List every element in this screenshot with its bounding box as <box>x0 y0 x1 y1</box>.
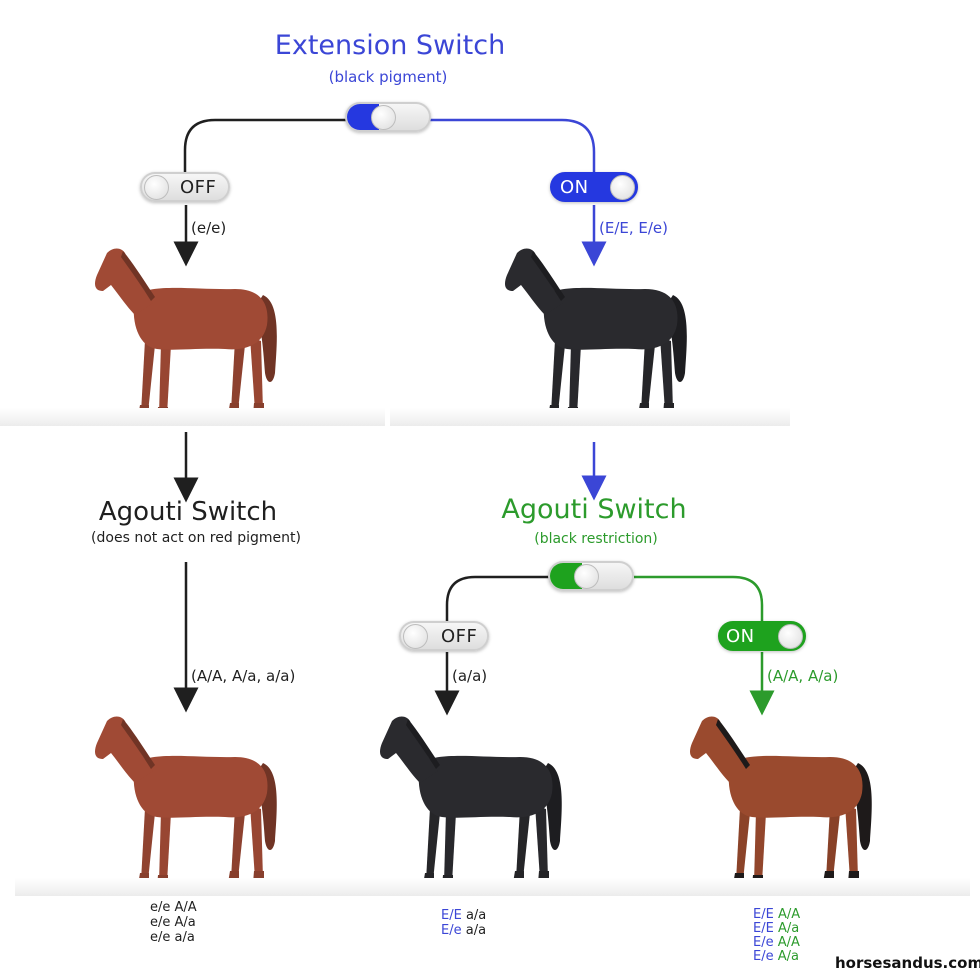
extension-off-branch <box>185 120 346 174</box>
horse-leg <box>551 340 565 413</box>
extension-on-branch <box>430 120 594 174</box>
extension-off-switch[interactable]: OFF <box>140 172 230 202</box>
agouti-left-genotype: (A/A, A/a, a/a) <box>191 667 295 685</box>
horse-leg <box>641 340 655 411</box>
agouti-left-subtitle: (does not act on red pigment) <box>91 530 301 546</box>
agouti-right-subtitle: (black restriction) <box>534 531 658 547</box>
agouti-on-switch[interactable]: ON <box>718 621 806 651</box>
extension-title: Extension Switch <box>275 30 505 61</box>
genotype-row: E/e A/a <box>753 950 800 964</box>
bay-genotype-list: E/E A/A E/E A/a E/e A/A E/e A/a <box>753 908 800 964</box>
extension-off-label: OFF <box>180 177 216 198</box>
horse-bay-bottom <box>655 708 905 898</box>
horse-leg <box>660 337 673 411</box>
agouti-off-switch[interactable]: OFF <box>399 621 489 651</box>
extension-subtitle: (black pigment) <box>329 68 448 86</box>
horse-black-bottom <box>345 708 595 898</box>
horse-leg <box>845 805 858 879</box>
horse-leg <box>736 808 750 881</box>
genotype-row: E/E a/a <box>441 908 486 923</box>
agouti-on-branch <box>634 577 762 622</box>
horse-leg <box>826 808 840 879</box>
agouti-off-label: OFF <box>441 626 477 647</box>
horse-leg <box>159 811 171 883</box>
black-genotype-list: E/E a/a E/e a/a <box>441 908 486 938</box>
ground-shadow <box>15 878 970 896</box>
horse-leg <box>444 811 456 883</box>
horse-leg <box>141 808 155 881</box>
genotype-row: E/E A/a <box>753 922 800 936</box>
horse-leg <box>535 805 548 879</box>
genotype-row: E/e a/a <box>441 923 486 938</box>
horse-chestnut-top <box>60 240 310 430</box>
watermark: horsesandus.com <box>835 954 980 972</box>
agouti-off-branch <box>447 577 550 622</box>
horse-leg <box>569 343 581 415</box>
extension-on-switch[interactable]: ON <box>550 172 638 202</box>
agouti-switch[interactable] <box>548 561 634 591</box>
genotype-row: e/e a/a <box>150 930 197 945</box>
genotype-row: e/e A/A <box>150 900 197 915</box>
horse-chestnut-bottom <box>60 708 310 898</box>
horse-leg <box>516 808 530 879</box>
extension-off-genotype: (e/e) <box>191 219 226 237</box>
agouti-on-label: ON <box>726 626 755 647</box>
ground-shadow <box>390 408 790 426</box>
horse-leg <box>231 340 245 411</box>
horse-leg <box>141 340 155 413</box>
horse-leg <box>754 811 766 883</box>
extension-switch[interactable] <box>345 102 431 132</box>
agouti-off-genotype: (a/a) <box>452 667 487 685</box>
genotype-row: E/e A/A <box>753 936 800 950</box>
agouti-right-title: Agouti Switch <box>501 494 686 525</box>
genotype-row: E/E A/A <box>753 908 800 922</box>
agouti-on-genotype: (A/A, A/a) <box>767 667 838 685</box>
horse-leg <box>426 808 440 881</box>
genotype-row: e/e A/a <box>150 915 197 930</box>
ground-shadow <box>0 408 385 426</box>
extension-on-genotype: (E/E, E/e) <box>599 219 668 237</box>
horse-leg <box>159 343 171 415</box>
horse-leg <box>250 337 263 411</box>
horse-leg <box>231 808 245 879</box>
agouti-left-title: Agouti Switch <box>99 497 277 527</box>
horse-black-top <box>470 240 720 430</box>
horse-leg <box>250 805 263 879</box>
extension-on-label: ON <box>560 177 589 198</box>
chestnut-genotype-list: e/e A/A e/e A/a e/e a/a <box>150 900 197 945</box>
